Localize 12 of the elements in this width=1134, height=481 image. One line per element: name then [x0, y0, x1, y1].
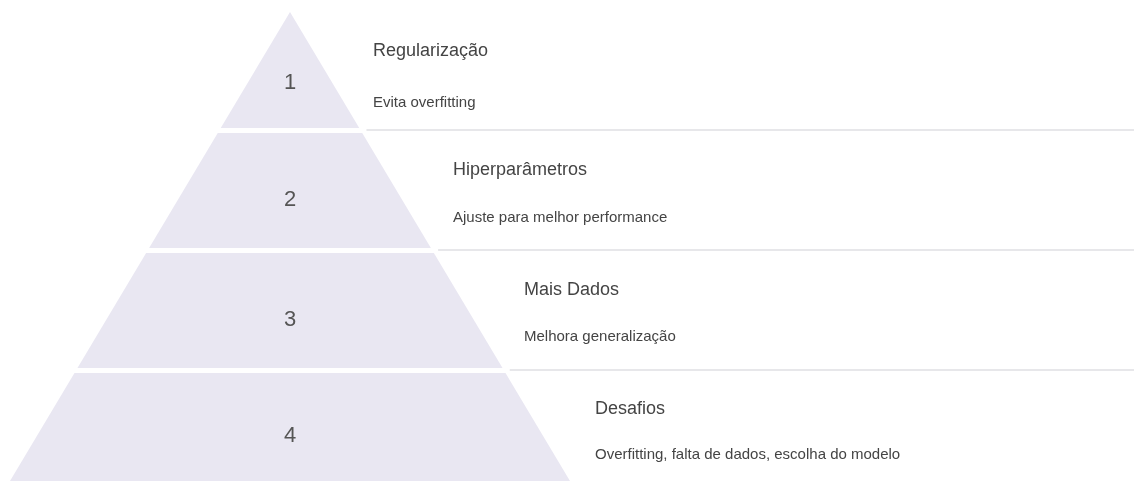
tier-title: Hiperparâmetros — [453, 159, 588, 180]
tier-description: Overfitting, falta de dados, escolha do modelo — [595, 445, 901, 462]
tier-description: Evita overfitting — [373, 93, 476, 110]
tier-title: Regularização — [373, 40, 489, 61]
tier-number: 4 — [283, 422, 297, 448]
tier-number: 2 — [283, 185, 297, 212]
tier-number: 1 — [283, 69, 297, 95]
tier-description: Melhora generalização — [524, 327, 676, 344]
tier-description: Ajuste para melhor performance — [453, 208, 668, 225]
tier-title: Mais Dados — [524, 279, 620, 300]
tier-title: Desafios — [595, 398, 666, 419]
tier-number: 3 — [283, 305, 297, 332]
